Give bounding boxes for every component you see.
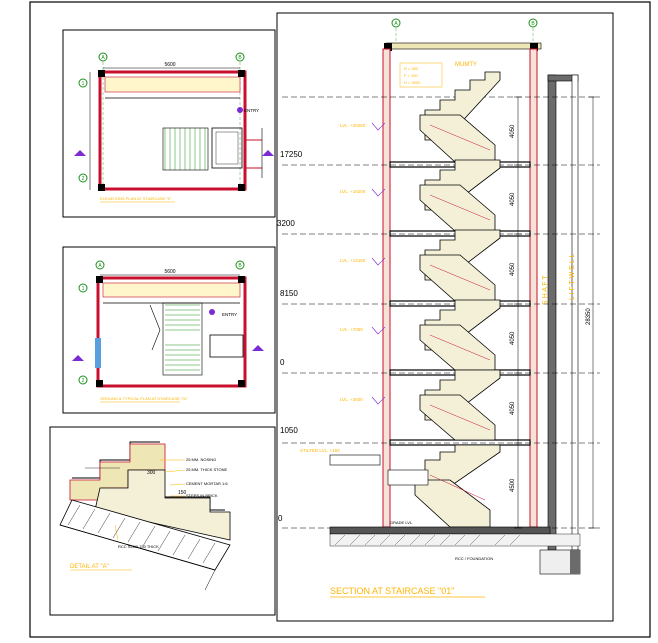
stair-flights [414, 71, 501, 528]
grid-marker [235, 52, 245, 62]
floor-dim: 4500 [510, 478, 516, 492]
detail-slab-note: RCC SLAB 150 THICK [118, 544, 159, 549]
left-level: 17250 [280, 150, 303, 159]
left-level: 0 [278, 514, 283, 523]
level-label: LVL. +20250 [340, 123, 366, 128]
grid-label: B [531, 21, 535, 27]
floor-dim: 4050 [510, 124, 516, 138]
shaft-label: S H A F T [542, 274, 549, 305]
plan-wall [96, 276, 247, 388]
mumty-note: F = 150 [404, 73, 418, 78]
left-level: 8150 [280, 289, 298, 298]
grid-label: A [394, 21, 398, 27]
plan-dimension: 5600 [164, 269, 175, 275]
entry-label: ENTRY [244, 108, 259, 113]
grid-marker [98, 52, 108, 62]
mumty-label: MUMTY [455, 62, 477, 68]
grid-label: B [238, 55, 242, 61]
grid-marker [78, 78, 88, 88]
detail-title: DETAIL AT "A" [70, 564, 109, 570]
overall-height: 28350 [586, 308, 592, 325]
grid-label: A [101, 55, 105, 61]
level-label: LVL. +3600 [340, 397, 363, 402]
plan-top-title: ELEVATIONS PLAN AT STAIRCASE "0" [100, 196, 172, 201]
grid-label: 2 [82, 378, 85, 384]
level-label: LVL. +16200 [340, 189, 366, 194]
level-label: STILTED LVL. +150 [300, 448, 340, 453]
detail-dim-riser: 150 [178, 490, 187, 496]
plan-wall [98, 70, 247, 191]
foundation-note: RCC / FOUNDATION [455, 556, 493, 561]
level-label: LVL. +7050 [340, 327, 363, 332]
plan-mid-title: GROUND & TYPICAL PLAN AT STAIRCASE "01" [100, 396, 189, 401]
detail-note: 25 MM. THICK STONE [186, 467, 228, 472]
entry-label: ENTRY [222, 312, 237, 317]
grade-note: GRADE LVL. [390, 520, 413, 525]
detail-panel: 300 150 25 MM. NOSING 25 MM. THICK STONE… [49, 426, 276, 616]
detail-note: CEMENT MORTAR 1:6 [186, 481, 228, 486]
grid-label: 1 [82, 286, 85, 292]
sheet-border [29, 1, 651, 638]
left-level: 1050 [280, 426, 298, 435]
floor-dim: 4050 [510, 262, 516, 276]
level-label: LVL. +12150 [340, 258, 366, 263]
section-panel: A B MUMTY R = 350 F = 150 H = 3000 [276, 12, 614, 622]
floor-dim: 4050 [510, 331, 516, 345]
detail-dim-tread: 300 [147, 470, 156, 476]
grid-label: B [238, 263, 242, 269]
lift-well-label: L I F T W E L L [569, 254, 576, 300]
section-title: SECTION AT STAIRCASE "01" [330, 586, 454, 596]
grid-label: 2 [82, 176, 85, 182]
detail-note: STEPS IN BRICK [186, 493, 218, 498]
mumty-note: R = 350 [404, 66, 419, 71]
plan-top-panel: A B 1 2 5600 ENTRY [62, 29, 276, 218]
detail-note: 25 MM. NOSING [186, 457, 216, 462]
grid-label: 1 [82, 81, 85, 87]
grid-marker [78, 173, 88, 183]
plan-mid-panel: A B 1 2 5600 ENTRY GROUND & TYPICAL PLA [62, 246, 276, 414]
floor-dim: 4050 [510, 192, 516, 206]
mumty-note: H = 3000 [404, 80, 421, 85]
plan-dimension: 5600 [164, 62, 175, 68]
floor-dim: 4050 [510, 401, 516, 415]
grid-label: A [98, 263, 102, 269]
left-level: 0 [280, 358, 285, 367]
left-level: 3200 [277, 219, 295, 228]
